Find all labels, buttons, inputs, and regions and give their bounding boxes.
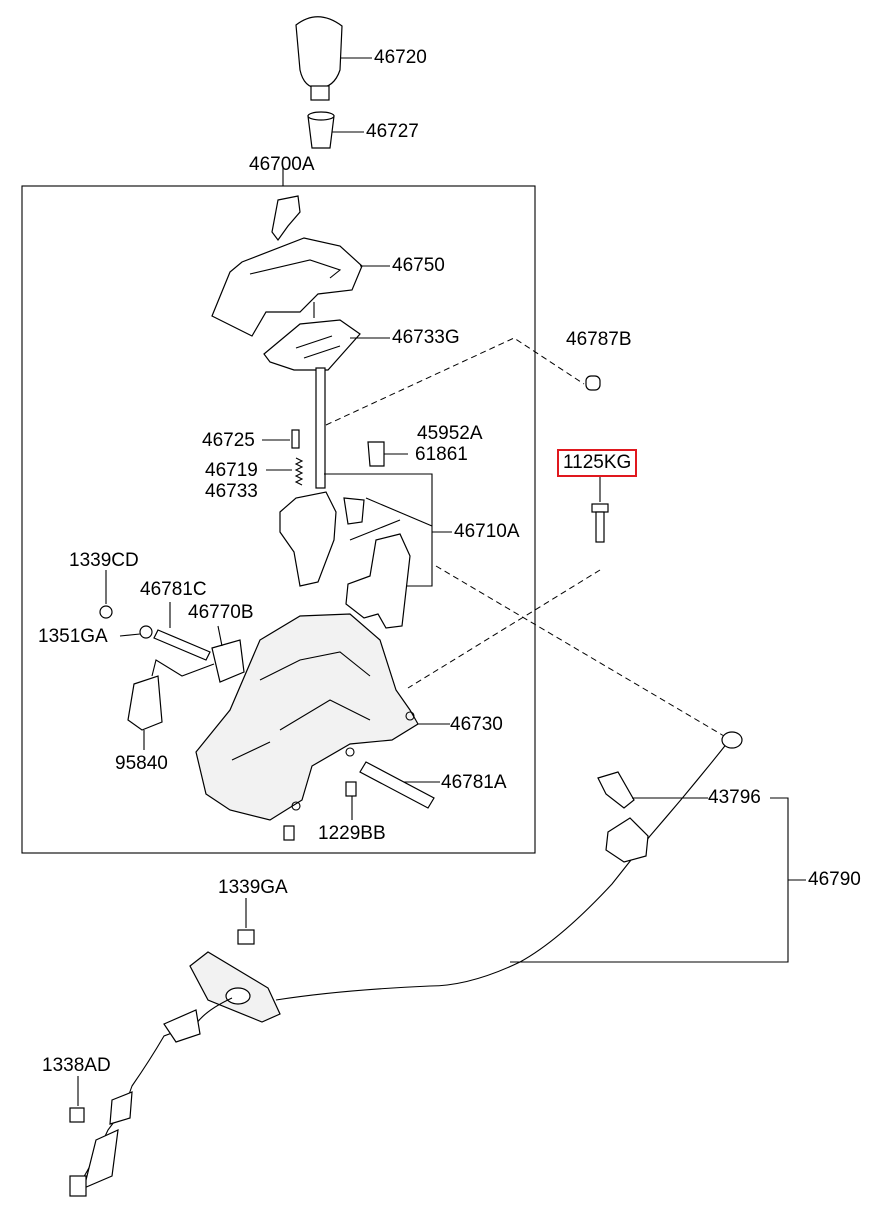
indicator-cover-part [211,195,363,337]
callout-46781c: 46781C [140,579,207,600]
solenoid-part [211,639,245,683]
washer-part [139,625,153,639]
nut-part [99,605,113,619]
callout-46725: 46725 [202,430,255,451]
callout-46733g: 46733G [392,327,460,348]
nut-c-part [69,1107,85,1123]
callout-1125kg-highlighted: 1125KG [557,449,638,477]
shift-knob-part [295,16,343,101]
callout-46720: 46720 [374,47,427,68]
switch-part [127,659,215,731]
shaft-a-part [359,761,435,809]
knob-boot-part [307,111,335,149]
screw-part [345,781,357,797]
shift-rod-part [315,367,326,489]
indicator-plate-part [263,302,361,371]
lever-assy-part [279,491,411,629]
callout-46710a: 46710A [454,521,520,542]
callout-43796: 43796 [708,787,761,808]
cable-part [69,731,743,1197]
callout-61861: 61861 [415,444,468,465]
callout-1339ga: 1339GA [218,877,288,898]
callout-46787b: 46787B [566,329,632,350]
callout-46730: 46730 [450,714,503,735]
callout-46750: 46750 [392,255,445,276]
callout-46733: 46733 [205,481,258,502]
pin-part [291,429,300,449]
callout-46727: 46727 [366,121,419,142]
callout-46700a: 46700A [249,154,315,175]
bolt-part [591,503,609,543]
bracket-part [195,613,419,821]
callout-46719: 46719 [205,460,258,481]
callout-1338ad: 1338AD [42,1055,111,1076]
spring-part [294,457,304,486]
callout-95840: 95840 [115,753,168,774]
plug-part [585,375,601,391]
callout-1339cd: 1339CD [69,550,139,571]
clip-part [367,441,385,467]
nut-b-part [237,929,255,945]
callout-45952a: 45952A [417,423,483,444]
callout-46770b: 46770B [188,602,254,623]
assembly-frame [21,185,536,854]
callout-46790: 46790 [808,869,861,890]
shaft-c-part [153,629,211,661]
callout-46781a: 46781A [441,772,507,793]
callout-1351ga: 1351GA [38,626,108,647]
callout-1229bb: 1229BB [318,823,386,844]
